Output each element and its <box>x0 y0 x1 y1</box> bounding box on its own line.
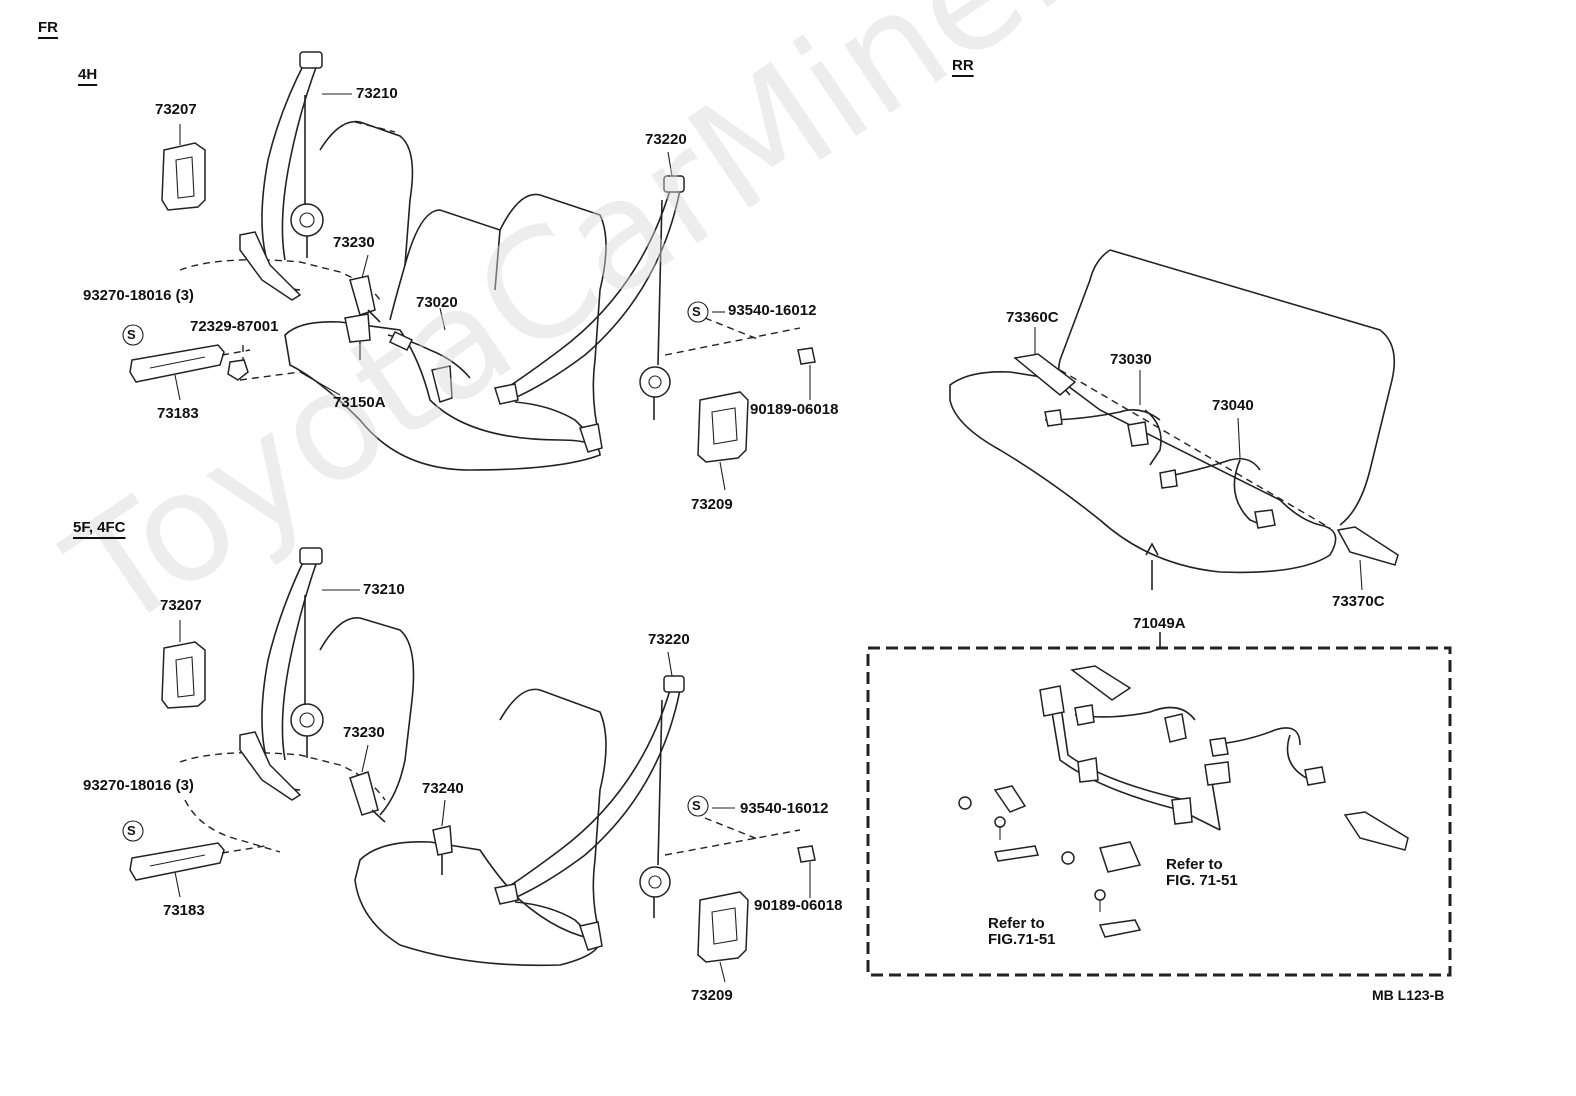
part-73220-label: 73220 <box>648 631 690 648</box>
part-73020-label: 73020 <box>416 294 458 311</box>
part-73183-label: 73183 <box>157 405 199 422</box>
part-72329-label: 72329-87001 <box>190 318 279 335</box>
part-73209-label: 73209 <box>691 496 733 513</box>
reference-note-2-line2: FIG.71-51 <box>988 930 1056 948</box>
shim-symbols <box>122 301 709 842</box>
reference-note-1-line2: FIG. 71-51 <box>1166 871 1238 889</box>
part-73210-label: 73210 <box>356 85 398 102</box>
part-73150a-label: 73150A <box>333 394 386 411</box>
leader-lines <box>174 93 1363 983</box>
part-73040-label: 73040 <box>1212 397 1254 414</box>
reference-note-2: Refer to FIG.71-51 <box>988 916 1056 948</box>
rear-seat <box>949 249 1399 590</box>
section-4h-label: 4H <box>78 66 98 83</box>
section-5f-4fc-label: 5F, 4FC <box>73 519 126 536</box>
part-73230-label: 73230 <box>333 234 375 251</box>
part-93540-label: 93540-16012 <box>728 302 817 319</box>
part-73183-label: 73183 <box>163 902 205 919</box>
part-71049a-label: 71049A <box>1133 615 1186 632</box>
part-93540-label: 93540-16012 <box>740 800 829 817</box>
part-93270-label: 93270-18016 (3) <box>83 777 194 794</box>
section-fr-label: FR <box>38 19 58 36</box>
shim-s-symbol: S <box>692 798 701 813</box>
reference-note-1-line1: Refer to <box>1166 856 1223 873</box>
section-rr-label: RR <box>952 57 974 74</box>
reference-note-2-line1: Refer to <box>988 915 1045 932</box>
part-73207-label: 73207 <box>155 101 197 118</box>
reference-note-1: Refer to FIG. 71-51 <box>1166 857 1238 889</box>
part-93270-label: 93270-18016 (3) <box>83 287 194 304</box>
part-73240-label: 73240 <box>422 780 464 797</box>
shim-s-symbol: S <box>692 304 701 319</box>
part-73360c-label: 73360C <box>1006 309 1059 326</box>
shim-s-symbol: S <box>127 327 136 342</box>
part-73370c-label: 73370C <box>1332 593 1385 610</box>
belt-kit-71049a <box>866 632 1452 977</box>
part-90189-label: 90189-06018 <box>750 401 839 418</box>
part-73210-label: 73210 <box>363 581 405 598</box>
part-90189-label: 90189-06018 <box>754 897 843 914</box>
part-73230-label: 73230 <box>343 724 385 741</box>
part-73209-label: 73209 <box>691 987 733 1004</box>
part-73030-label: 73030 <box>1110 351 1152 368</box>
front-seat-5f-4fc <box>129 547 816 967</box>
part-73220-label: 73220 <box>645 131 687 148</box>
front-seat-4h <box>129 51 816 471</box>
part-73207-label: 73207 <box>160 597 202 614</box>
shim-s-symbol: S <box>127 823 136 838</box>
drawing-code: MB L123-B <box>1372 987 1445 1003</box>
